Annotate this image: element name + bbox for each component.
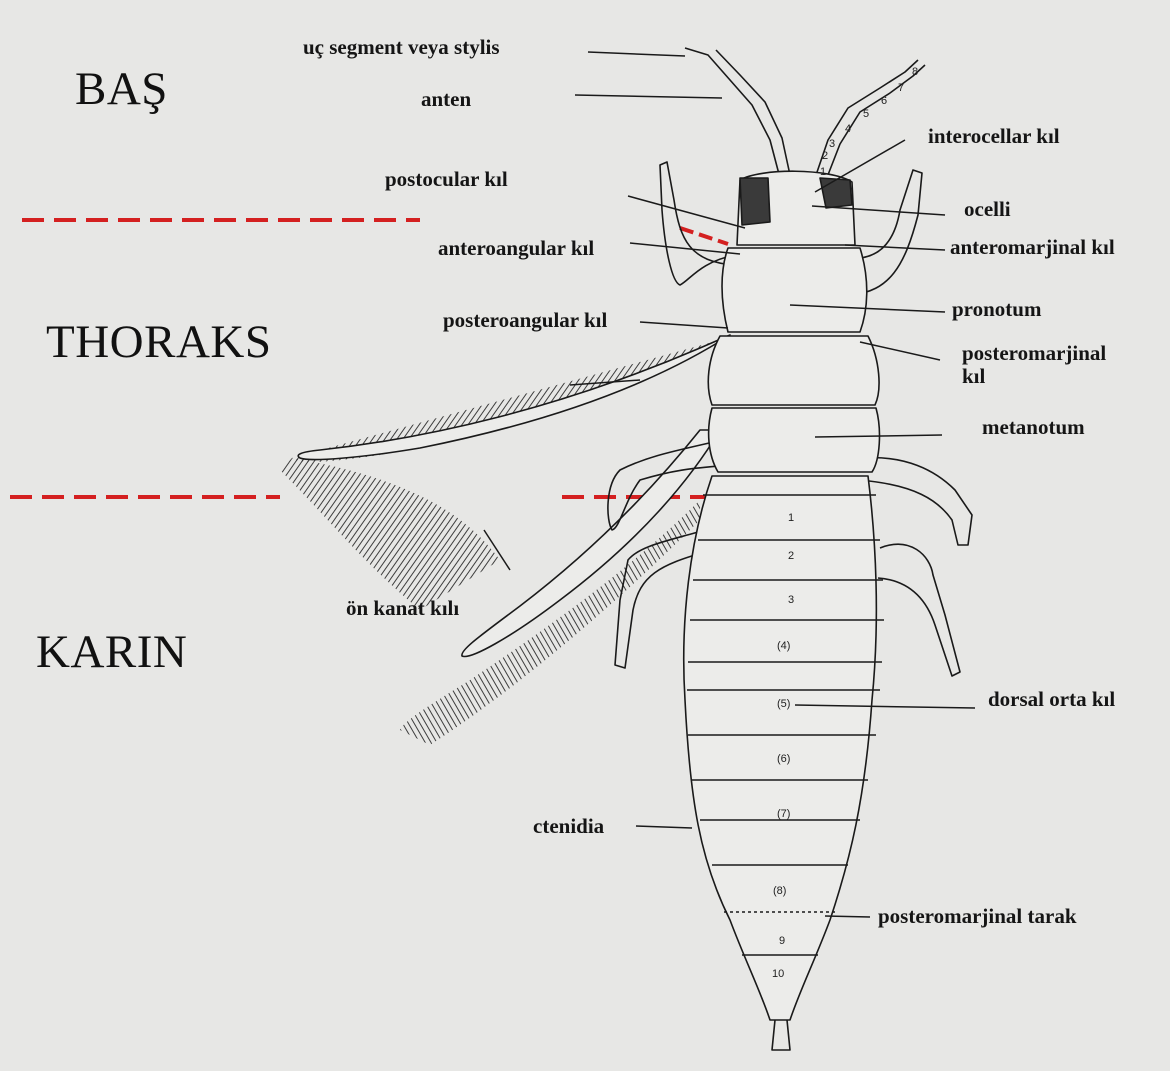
label-dorsal-median: dorsal orta kıl [988, 688, 1115, 711]
label-metanotum: metanotum [982, 416, 1085, 439]
label-posteromarginal: posteromarjinal kıl [962, 342, 1106, 388]
head-thorax-divider [22, 220, 728, 244]
label-posteroangular: posteroangular kıl [443, 309, 607, 332]
abdominal-segment-number: 9 [779, 935, 785, 947]
label-posteromarginal-comb: posteromarjinal tarak [878, 905, 1077, 928]
abdominal-segment-number: 2 [788, 550, 794, 562]
abdominal-segment-number: (7) [777, 808, 790, 820]
label-posteromarginal-line1: posteromarjinal [962, 341, 1106, 365]
label-ocelli: ocelli [964, 198, 1011, 221]
metanotum-plate [709, 408, 880, 472]
abdominal-segment-number: (6) [777, 753, 790, 765]
region-thorax-label: THORAKS [46, 315, 271, 369]
antenna-segment-number: 2 [822, 150, 828, 162]
label-posteromarginal-line2: kıl [962, 364, 985, 388]
abdominal-segment-number: (4) [777, 640, 790, 652]
abdominal-segment-number: (8) [773, 885, 786, 897]
antenna-segment-number: 7 [898, 82, 904, 94]
label-anteromarginal: anteromarjinal kıl [950, 236, 1115, 259]
antenna-segment-number: 1 [820, 166, 826, 178]
pronotum-plate [722, 248, 867, 332]
abdominal-segment-number: 1 [788, 512, 794, 524]
abdominal-segment-number: 3 [788, 594, 794, 606]
label-terminal-segment: uç segment veya stylis [303, 36, 500, 59]
label-interocellar: interocellar kıl [928, 125, 1060, 148]
label-pronotum: pronotum [952, 298, 1041, 321]
antenna-segment-number: 6 [881, 95, 887, 107]
label-anteroangular: anteroangular kıl [438, 237, 594, 260]
antenna-segment-number: 4 [845, 123, 851, 135]
label-ctenidia: ctenidia [533, 815, 604, 838]
abdominal-segment-number: 10 [772, 968, 784, 980]
label-antenna: anten [421, 88, 471, 111]
antenna-segment-number: 8 [912, 66, 918, 78]
label-postocular: postocular kıl [385, 168, 508, 191]
antenna-segment-number: 5 [863, 108, 869, 120]
region-head-label: BAŞ [75, 62, 168, 116]
antenna-segment-number: 3 [829, 138, 835, 150]
region-abdomen-label: KARIN [36, 625, 187, 679]
antennae [685, 48, 925, 180]
abdominal-segment-number: (5) [777, 698, 790, 710]
mesothorax-plate [708, 336, 879, 405]
label-forewing-seta: ön kanat kılı [346, 597, 459, 620]
